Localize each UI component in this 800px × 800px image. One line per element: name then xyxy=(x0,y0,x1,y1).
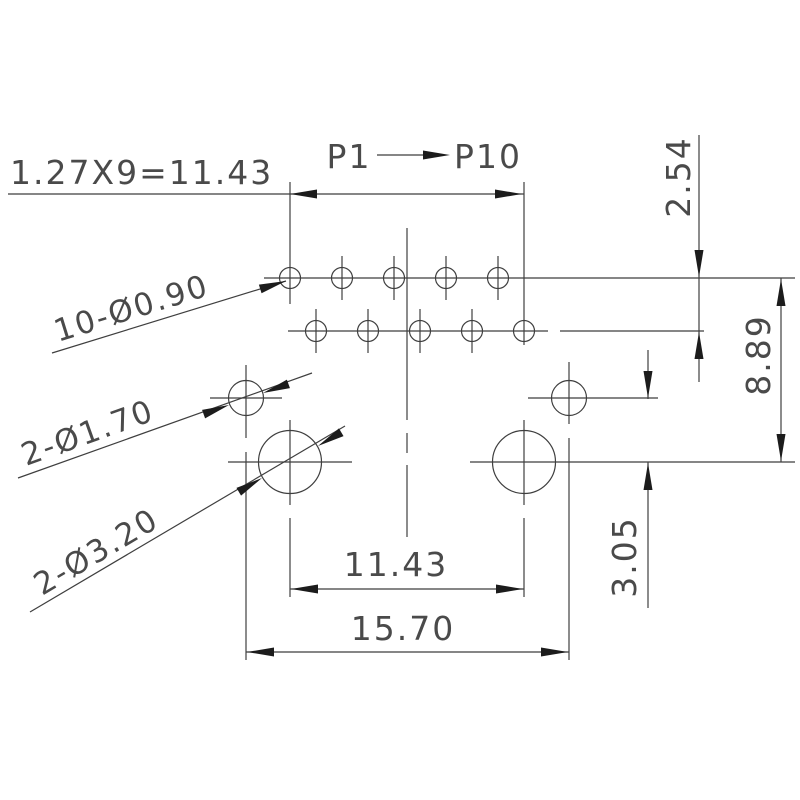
dim-mount-offset-text: 3.05 xyxy=(605,516,644,597)
dim-pitch-total: 1.27X9=11.43 xyxy=(8,153,525,345)
label-medium-holes-text: 2-Ø1.70 xyxy=(17,393,159,474)
arrow-right-icon xyxy=(541,647,568,657)
arrow-down-icon xyxy=(694,250,704,277)
pin-last-label: P10 xyxy=(454,137,522,176)
arrow-leader-icon xyxy=(263,379,290,393)
dim-row-spacing-text: 2.54 xyxy=(659,136,698,217)
arrow-right-icon xyxy=(423,150,450,160)
arrow-up-icon xyxy=(643,463,653,490)
dim-outer-span-text: 15.70 xyxy=(351,609,455,648)
dim-inner-span: 11.43 xyxy=(289,420,525,597)
arrow-up-icon xyxy=(776,279,786,306)
arrow-up-icon xyxy=(694,332,704,359)
pin-first-label: P1 xyxy=(327,137,372,176)
arrow-leader-icon xyxy=(318,428,344,446)
arrow-left-icon xyxy=(247,647,274,657)
arrow-down-icon xyxy=(643,371,653,398)
arrow-right-icon xyxy=(496,584,523,594)
dim-row-spacing: 2.54 xyxy=(512,135,795,382)
label-small-holes-text: 10-Ø0.90 xyxy=(50,268,214,350)
arrow-left-icon xyxy=(291,584,318,594)
dim-overall-height: 8.89 xyxy=(739,278,786,462)
dim-pitch-total-text: 1.27X9=11.43 xyxy=(10,153,273,192)
centerlines xyxy=(210,228,795,537)
dim-outer-span: 15.70 xyxy=(245,362,570,660)
arrow-left-icon xyxy=(290,189,317,199)
arrow-leader-icon xyxy=(258,281,286,294)
dim-mount-offset: 3.05 xyxy=(605,350,653,608)
arrow-right-icon xyxy=(495,189,522,199)
label-large-holes-text: 2-Ø3.20 xyxy=(28,501,165,602)
arrow-leader-icon xyxy=(236,478,262,496)
dim-inner-span-text: 11.43 xyxy=(344,545,448,584)
hole-pattern xyxy=(210,228,795,537)
arrow-down-icon xyxy=(776,434,786,461)
dim-overall-height-text: 8.89 xyxy=(739,314,778,395)
arrow-leader-icon xyxy=(202,405,229,419)
pin-direction: P1 P10 xyxy=(327,137,522,176)
label-small-holes: 10-Ø0.90 xyxy=(50,268,287,354)
